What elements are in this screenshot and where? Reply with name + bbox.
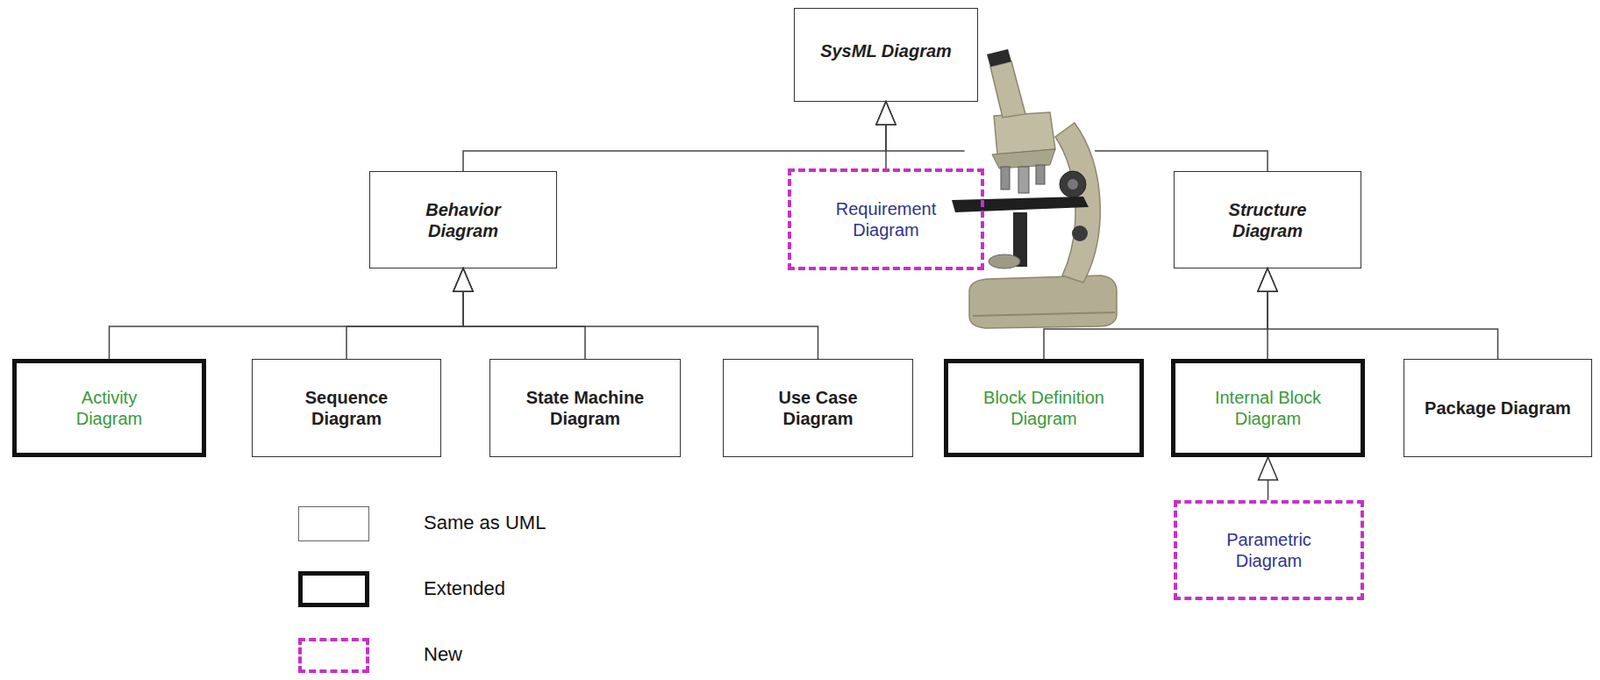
microscope-stage — [951, 196, 1089, 213]
box-label: Block Definition Diagram — [956, 386, 1132, 429]
generalization-head — [876, 101, 896, 125]
box-label: Internal Block Diagram — [1186, 386, 1350, 429]
box-label: Parametric Diagram — [1216, 528, 1322, 572]
box-label: Activity Diagram — [54, 386, 165, 429]
generalization-line — [463, 101, 886, 172]
generalization-head — [453, 268, 473, 292]
generalization-line — [109, 268, 465, 359]
box-label: Requirement Diagram — [824, 198, 948, 241]
legend-swatch — [298, 571, 370, 608]
box-label: State Machine Diagram — [504, 386, 667, 429]
diagram-box: Structure Diagram — [1173, 171, 1362, 269]
box-label: SysML Diagram — [820, 40, 952, 62]
objective-lens — [1000, 166, 1010, 190]
generalization-head — [876, 101, 896, 125]
focus-knob — [1059, 171, 1086, 198]
legend-swatch — [298, 637, 370, 673]
generalization-line — [463, 268, 586, 359]
generalization-head — [453, 268, 473, 292]
microscope-base — [969, 275, 1117, 329]
legend-label: Extended — [423, 577, 506, 600]
generalization-head — [453, 268, 473, 292]
box-label: Sequence Diagram — [280, 386, 413, 429]
generalization-line — [346, 268, 464, 359]
focus-knob-center — [1067, 178, 1079, 190]
generalization-line — [1267, 268, 1499, 359]
objective-lens — [1018, 166, 1029, 193]
legend-label: New — [423, 642, 463, 666]
fine-knob — [1071, 225, 1088, 242]
box-label: Use Case Diagram — [757, 386, 880, 429]
generalization-line — [463, 268, 819, 359]
diagram-box: Behavior Diagram — [369, 171, 558, 269]
generalization-head — [1257, 268, 1278, 292]
legend-swatch — [298, 506, 370, 542]
microscope-eyepiece — [986, 49, 1012, 67]
diagram-box: Package Diagram — [1403, 358, 1593, 458]
microscope-tube — [990, 61, 1026, 118]
diagram-box: Activity Diagram — [12, 358, 207, 458]
diagram-box: Parametric Diagram — [1173, 500, 1365, 600]
generalization-head — [1257, 268, 1278, 292]
diagram-box: Requirement Diagram — [787, 168, 985, 271]
diagram-box: Block Definition Diagram — [943, 358, 1144, 458]
base-edge — [972, 312, 1115, 316]
box-label: Structure Diagram — [1214, 199, 1321, 242]
generalization-head — [1257, 268, 1278, 292]
diagram-box: SysML Diagram — [793, 7, 979, 102]
generalization-head — [876, 101, 896, 125]
legend-label: Same as UML — [423, 511, 546, 535]
generalization-head — [453, 268, 473, 292]
objective-turret — [992, 149, 1056, 169]
diagram-box: Internal Block Diagram — [1171, 358, 1365, 458]
box-label: Package Diagram — [1424, 397, 1572, 419]
microscope-mirror — [988, 254, 1021, 269]
microscope-head — [993, 112, 1056, 155]
box-label: Behavior Diagram — [410, 199, 516, 242]
diagram-box: Sequence Diagram — [251, 358, 442, 458]
diagram-box: State Machine Diagram — [489, 358, 681, 458]
diagram-box: Use Case Diagram — [722, 358, 914, 458]
generalization-head — [1258, 457, 1279, 480]
objective-lens — [1035, 164, 1045, 185]
